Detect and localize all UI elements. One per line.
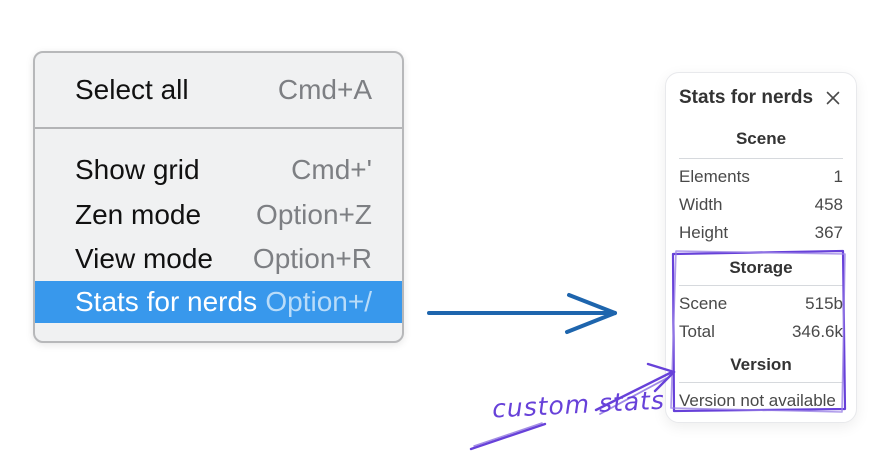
menu-item-shortcut: Cmd+' (291, 153, 372, 185)
close-button[interactable] (823, 88, 843, 108)
menu-item-show-grid[interactable]: Show grid Cmd+' (35, 147, 402, 192)
stat-value: 515b (805, 294, 843, 313)
menu-group: Show grid Cmd+' Zen mode Option+Z View m… (35, 129, 402, 323)
stat-row-height: Height 367 (679, 219, 843, 247)
version-note: Version not available (679, 391, 836, 410)
stat-label: Total (679, 322, 715, 341)
close-icon (826, 91, 840, 105)
stat-row-total-storage: Total 346.6k (679, 318, 843, 346)
section-storage: Storage Scene 515b Total 346.6k (679, 257, 843, 346)
menu-item-label: Stats for nerds (75, 286, 258, 317)
stat-value: 1 (833, 167, 843, 186)
stat-label: Scene (679, 294, 728, 313)
menu-item-select-all[interactable]: Select all Cmd+A (35, 53, 402, 127)
menu-item-shortcut: Cmd+A (277, 74, 372, 105)
section-version: Version Version not available (679, 354, 843, 415)
menu-divider (35, 127, 402, 129)
stats-panel: Stats for nerds Scene Elements 1 Width 4… (665, 72, 857, 423)
section-divider (679, 285, 843, 286)
menu-item-label: Show grid (75, 153, 200, 185)
menu-item-stats-for-nerds[interactable]: Stats for nerds Option+/ (35, 281, 402, 323)
stats-panel-title: Stats for nerds (679, 87, 814, 108)
stat-label: Elements (679, 167, 750, 186)
stat-value: 458 (814, 195, 843, 214)
section-divider (679, 382, 843, 383)
arrow-connector (427, 293, 617, 334)
section-heading: Version (730, 355, 792, 374)
stats-panel-header: Stats for nerds (679, 86, 843, 110)
stat-row-width: Width 458 (679, 191, 843, 219)
menu-item-view-mode[interactable]: View mode Option+R (35, 237, 402, 281)
custom-stats-annotation: custom stats (491, 385, 666, 424)
menu-item-label: Zen mode (75, 198, 202, 230)
section-divider (679, 158, 843, 159)
stat-label: Width (679, 195, 723, 214)
stat-row-elements: Elements 1 (679, 163, 843, 191)
section-scene: Scene Elements 1 Width 458 Height 367 (679, 128, 843, 247)
menu-item-label: View mode (75, 243, 214, 274)
section-heading: Scene (735, 129, 787, 148)
stat-label: Height (679, 223, 729, 242)
menu-item-shortcut: Option+R (252, 243, 372, 274)
menu-item-zen-mode[interactable]: Zen mode Option+Z (35, 192, 402, 237)
section-heading: Storage (729, 258, 793, 277)
menu-item-label: Select all (75, 74, 189, 105)
context-menu: Select all Cmd+A Show grid Cmd+' Zen mod… (33, 51, 404, 343)
stat-row-scene-storage: Scene 515b (679, 290, 843, 318)
stat-value: 367 (814, 223, 843, 242)
menu-item-shortcut: Option+Z (256, 198, 372, 230)
menu-item-shortcut: Option+/ (265, 286, 372, 317)
stat-value: 346.6k (791, 322, 843, 341)
